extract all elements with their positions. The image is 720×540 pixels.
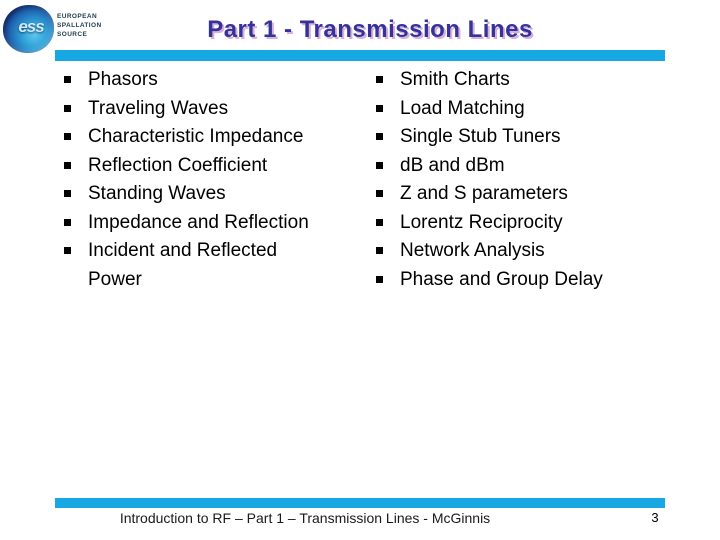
square-bullet-icon	[376, 275, 383, 283]
square-bullet-icon	[64, 76, 71, 83]
right-bullet-list: Smith Charts Load Matching Single Stub T…	[376, 66, 676, 294]
list-item: Incident and Reflected Power	[64, 237, 364, 294]
list-item: Smith Charts	[376, 66, 676, 95]
list-item-label: Network Analysis	[400, 240, 545, 261]
list-item: dB and dBm	[376, 152, 676, 181]
square-bullet-icon	[64, 104, 71, 112]
square-bullet-icon	[376, 190, 383, 197]
list-item-label: Impedance and Reflection	[88, 211, 309, 233]
list-item: Standing Waves	[64, 180, 364, 209]
footer-accent-bar	[55, 498, 665, 508]
list-item: Lorentz Reciprocity	[376, 209, 676, 238]
square-bullet-icon	[64, 247, 71, 254]
list-item-label: Single Stub Tuners	[400, 126, 561, 147]
list-item-label: Reflection Coefficient	[88, 154, 268, 176]
list-item-label: Load Matching	[400, 97, 525, 119]
list-item: Z and S parameters	[376, 180, 676, 209]
list-item: Traveling Waves	[64, 95, 364, 124]
list-item-label: Smith Charts	[400, 69, 510, 90]
list-item: Single Stub Tuners	[376, 123, 676, 152]
square-bullet-icon	[376, 104, 383, 112]
list-item-label: Incident and Reflected Power	[88, 240, 278, 290]
list-item-label: Characteristic Impedance	[88, 126, 304, 147]
header-accent-bar	[55, 50, 665, 61]
list-item: Reflection Coefficient	[64, 152, 364, 181]
list-item: Impedance and Reflection	[64, 209, 364, 238]
list-item-label: Phasors	[88, 69, 158, 90]
list-item: Characteristic Impedance	[64, 123, 364, 152]
square-bullet-icon	[64, 218, 71, 226]
list-item: Load Matching	[376, 95, 676, 124]
page-number: 3	[651, 510, 659, 525]
square-bullet-icon	[64, 133, 71, 140]
list-item-label: Standing Waves	[88, 183, 226, 204]
footer-caption: Introduction to RF – Part 1 – Transmissi…	[119, 510, 491, 526]
list-item: Phase and Group Delay	[376, 266, 676, 295]
left-bullet-list: Phasors Traveling Waves Characteristic I…	[64, 66, 364, 294]
square-bullet-icon	[64, 161, 71, 169]
list-item-label: Lorentz Reciprocity	[400, 211, 563, 233]
slide-title: Part 1 - Transmission Lines	[207, 16, 533, 43]
list-item-label: dB and dBm	[400, 154, 505, 176]
list-item-label: Traveling Waves	[88, 97, 229, 119]
square-bullet-icon	[376, 76, 383, 83]
list-item: Network Analysis	[376, 237, 676, 266]
square-bullet-icon	[376, 161, 383, 169]
ess-logo-text: ess	[18, 17, 44, 36]
list-item: Phasors	[64, 66, 364, 95]
list-item-label: Phase and Group Delay	[400, 268, 603, 290]
square-bullet-icon	[376, 247, 383, 254]
ess-org-name: EUROPEAN SPALLATION SOURCE	[57, 13, 102, 38]
ess-logo: ess	[3, 5, 54, 53]
square-bullet-icon	[376, 218, 383, 226]
square-bullet-icon	[64, 190, 71, 197]
square-bullet-icon	[376, 133, 383, 140]
list-item-label: Z and S parameters	[400, 183, 568, 204]
